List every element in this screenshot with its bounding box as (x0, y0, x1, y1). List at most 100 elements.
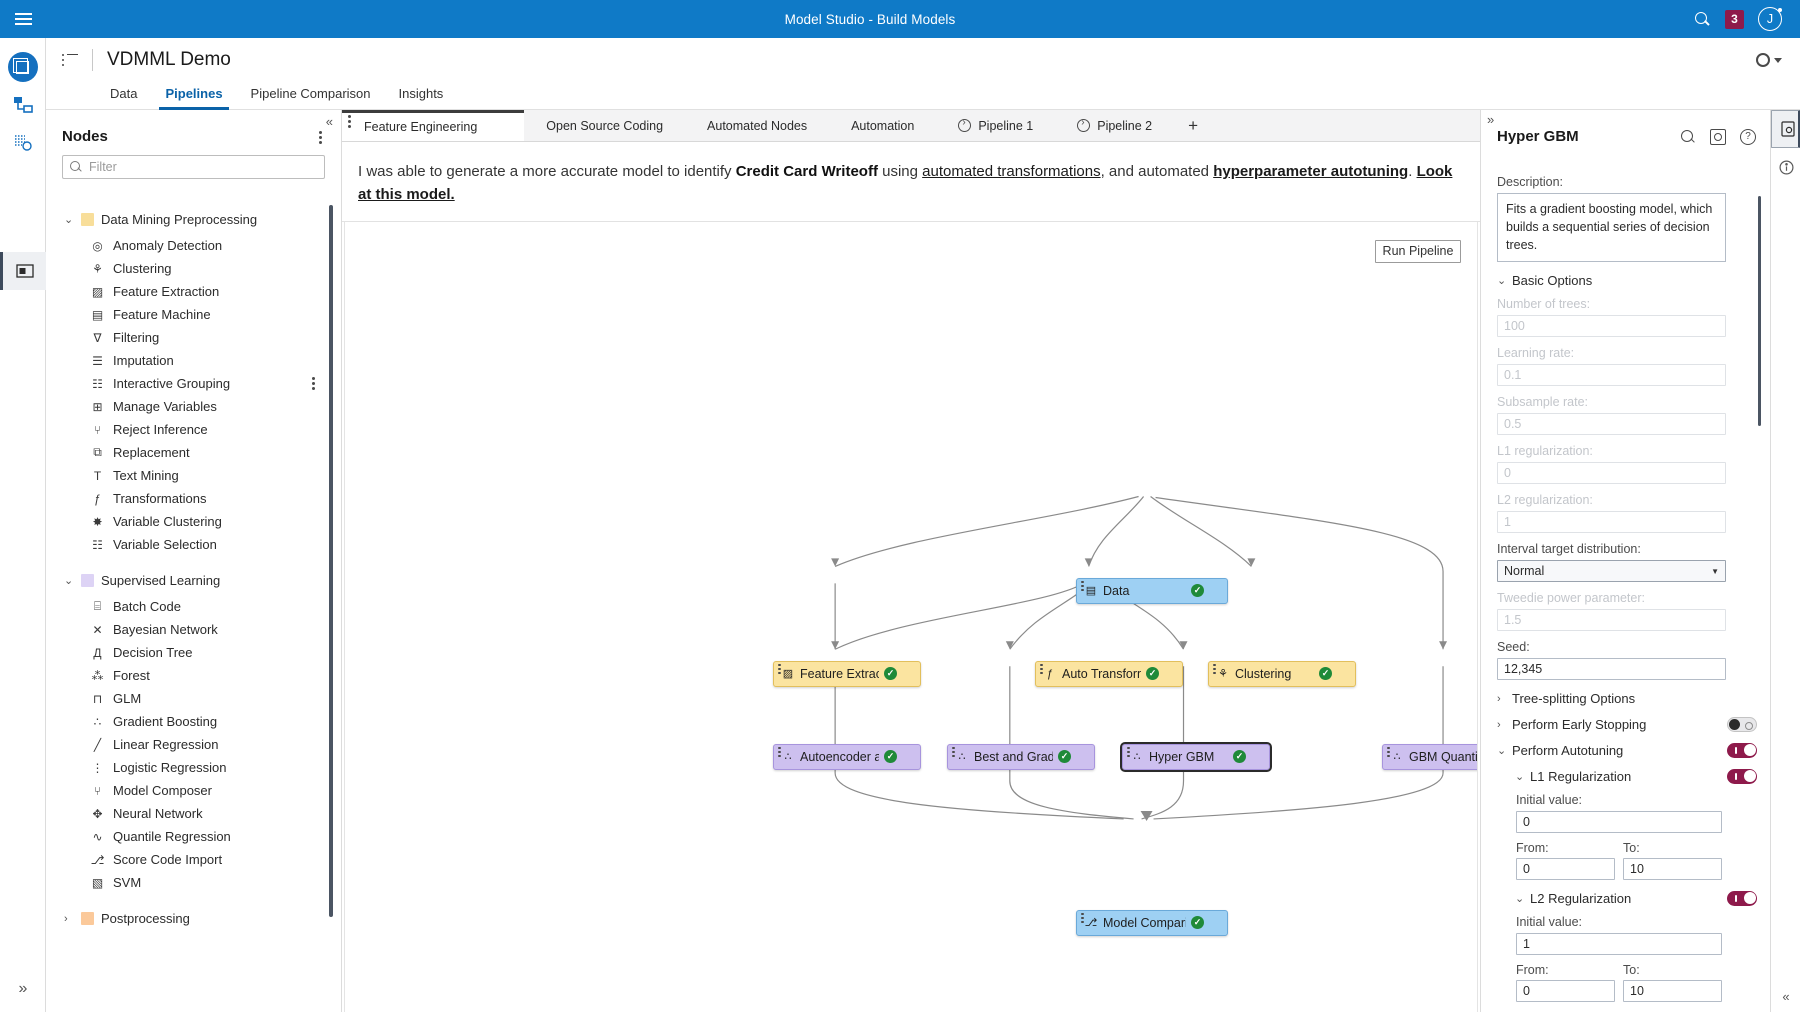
nodes-panel-collapse-button[interactable]: « (325, 114, 333, 129)
node-item-model-composer[interactable]: ⑂Model Composer (46, 779, 342, 802)
pipeline-node-kebab-icon[interactable] (1081, 580, 1222, 598)
pipeline-node-kebab-icon[interactable] (778, 663, 915, 681)
node-item-linear-regression[interactable]: ╱Linear Regression (46, 733, 342, 756)
project-logo-icon[interactable] (0, 48, 46, 86)
node-item-feature-extraction[interactable]: ▨Feature Extraction (46, 280, 342, 303)
pipeline-node-feature-extraction[interactable]: ▨Feature Extractio. (773, 660, 921, 687)
image-panel-icon[interactable] (0, 252, 46, 290)
node-item-clustering[interactable]: ⚘Clustering (46, 257, 342, 280)
field-input[interactable] (1497, 658, 1726, 681)
tab-pipeline-2[interactable]: Pipeline 2 (1055, 110, 1174, 141)
search-icon[interactable] (1694, 11, 1711, 28)
pipeline-node-model-comparison[interactable]: ⎇Model Comparis. (1076, 909, 1228, 936)
add-pipeline-tab-button[interactable]: + (1188, 115, 1199, 135)
help-icon[interactable]: ? (1740, 128, 1756, 145)
tab-automation[interactable]: Automation (829, 110, 936, 141)
node-item-reject-inference[interactable]: ⑂Reject Inference (46, 418, 342, 441)
pipeline-node-data[interactable]: ▤Data (1076, 577, 1228, 604)
node-item-batch-code[interactable]: ⌸Batch Code (46, 595, 342, 618)
tab-kebab-icon[interactable] (348, 115, 502, 135)
rail-expand-button[interactable]: » (18, 980, 28, 997)
pipeline-node-best-and-gradient[interactable]: ∴Best and Gradien (947, 743, 1095, 770)
properties-panel-icon[interactable] (1771, 110, 1800, 148)
pipeline-node-kebab-icon[interactable] (778, 746, 915, 764)
tab-automated-nodes[interactable]: Automated Nodes (685, 110, 829, 141)
node-item-manage-variables[interactable]: ⊞Manage Variables (46, 395, 342, 418)
avatar[interactable]: J (1758, 7, 1782, 31)
pipeline-node-kebab-icon[interactable] (1127, 746, 1264, 764)
node-item-variable-clustering[interactable]: ✸Variable Clustering (46, 510, 342, 533)
initial-value-input[interactable] (1516, 811, 1722, 834)
to-input[interactable] (1623, 858, 1722, 881)
pipeline-node-clustering[interactable]: ⚘Clustering (1208, 660, 1356, 687)
section-perform-early-stopping[interactable]: ›Perform Early Stopping (1497, 717, 1757, 733)
properties-panel-body[interactable]: Description: Fits a gradient boosting mo… (1481, 166, 1771, 1012)
pipeline-node-gbm-quantile[interactable]: ∴GBM Quantile Bi (1382, 743, 1477, 770)
run-pipeline-button[interactable]: Run Pipeline (1375, 239, 1461, 263)
initial-value-input[interactable] (1516, 933, 1722, 956)
pipeline-node-kebab-icon[interactable] (1040, 663, 1177, 681)
link-look-at-this-model[interactable]: Look at this model. (358, 163, 1453, 204)
node-item-svm[interactable]: ▧SVM (46, 871, 342, 894)
node-item-kebab-icon[interactable] (306, 375, 320, 391)
pipeline-node-kebab-icon[interactable] (1081, 912, 1222, 930)
node-item-logistic-regression[interactable]: ⋮Logistic Regression (46, 756, 342, 779)
interval-target-distribution-select[interactable]: Normal▼ (1497, 560, 1726, 583)
nodes-tree[interactable]: ⌄Data Mining Preprocessing◎Anomaly Detec… (46, 205, 342, 1012)
nodes-panel-kebab-icon[interactable] (313, 129, 327, 145)
tab-pipeline-1[interactable]: Pipeline 1 (936, 110, 1055, 141)
filter-input[interactable] (62, 155, 325, 179)
link-hyperparameter-autotuning[interactable]: hyperparameter autotuning (1213, 163, 1409, 180)
from-input[interactable] (1516, 980, 1615, 1003)
node-item-imputation[interactable]: ☰Imputation (46, 349, 342, 372)
node-item-neural-network[interactable]: ✥Neural Network (46, 802, 342, 825)
notification-badge[interactable]: 3 (1725, 9, 1744, 29)
pipeline-node-kebab-icon[interactable] (1213, 663, 1350, 681)
main-menu-button[interactable] (0, 0, 46, 38)
to-input[interactable] (1623, 980, 1722, 1003)
node-group-postprocessing[interactable]: ›Postprocessing (46, 904, 342, 933)
nodes-scrollbar[interactable] (329, 205, 333, 917)
toggle-switch[interactable] (1727, 743, 1757, 759)
section-tree-splitting-options[interactable]: ›Tree-splitting Options (1497, 691, 1757, 706)
tab-open-source-coding[interactable]: Open Source Coding (524, 110, 685, 141)
node-item-replacement[interactable]: ⧉Replacement (46, 441, 342, 464)
node-group-supervised-learning[interactable]: ⌄Supervised Learning (46, 566, 342, 595)
node-item-feature-machine[interactable]: ▤Feature Machine (46, 303, 342, 326)
info-panel-icon[interactable] (1771, 148, 1800, 186)
tab-pipelines[interactable]: Pipelines (151, 82, 236, 110)
settings-menu-button[interactable] (1756, 53, 1800, 67)
tab-insights[interactable]: Insights (398, 86, 444, 101)
pipeline-node-hyper-gbm[interactable]: ∴Hyper GBM (1120, 741, 1272, 772)
from-input[interactable] (1516, 858, 1615, 881)
pipeline-node-autoencoder[interactable]: ∴Autoencoder an. (773, 743, 921, 770)
link-automated-transformations[interactable]: automated transformations (922, 163, 1101, 180)
node-item-forest[interactable]: ⁂Forest (46, 664, 342, 687)
node-item-variable-selection[interactable]: ☷Variable Selection (46, 533, 342, 556)
node-item-interactive-grouping[interactable]: ☷Interactive Grouping (46, 372, 342, 395)
pipeline-flow-icon[interactable] (0, 86, 46, 124)
node-item-quantile-regression[interactable]: ∿Quantile Regression (46, 825, 342, 848)
node-item-glm[interactable]: ⊓GLM (46, 687, 342, 710)
properties-scrollbar[interactable] (1757, 196, 1761, 426)
section-basic-options[interactable]: ⌄Basic Options (1497, 273, 1757, 288)
node-item-filtering[interactable]: ∇Filtering (46, 326, 342, 349)
section-perform-autotuning[interactable]: ⌄Perform Autotuning (1497, 743, 1757, 759)
search-icon[interactable] (1680, 129, 1696, 145)
section-l2-regularization[interactable]: ⌄L2 Regularization (1497, 891, 1757, 907)
toggle-switch[interactable] (1727, 717, 1757, 733)
reset-icon[interactable] (1710, 128, 1726, 145)
toggle-switch[interactable] (1727, 769, 1757, 785)
node-group-data-mining-preprocessing[interactable]: ⌄Data Mining Preprocessing (46, 205, 342, 234)
tab-feature-engineering[interactable]: Feature Engineering (342, 110, 525, 141)
right-strip-collapse-button[interactable]: « (1782, 989, 1790, 1004)
list-icon[interactable] (62, 53, 78, 67)
node-item-gradient-boosting[interactable]: ∴Gradient Boosting (46, 710, 342, 733)
section-l1-regularization[interactable]: ⌄L1 Regularization (1497, 769, 1757, 785)
tab-pipeline-comparison[interactable]: Pipeline Comparison (250, 86, 371, 101)
node-item-score-code-import[interactable]: ⎇Score Code Import (46, 848, 342, 871)
